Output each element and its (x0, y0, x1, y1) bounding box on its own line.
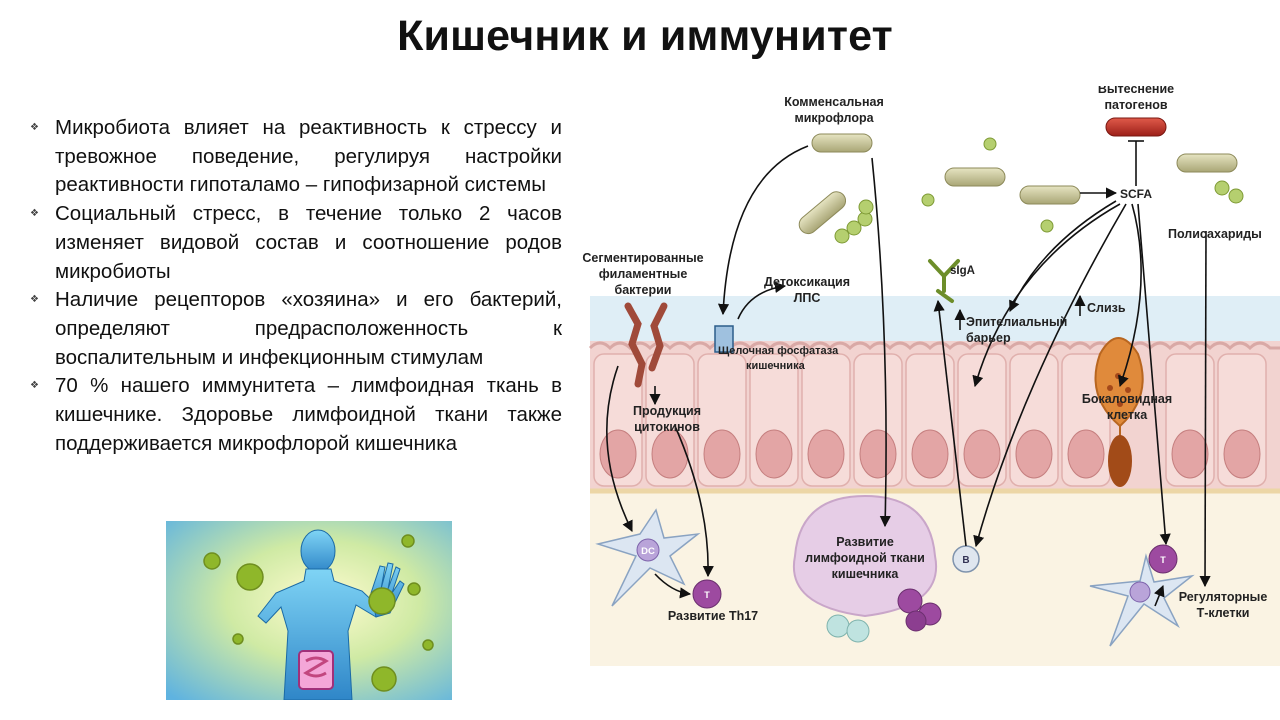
slide-title: Кишечник и иммунитет (397, 12, 893, 60)
t-cell (692, 579, 722, 609)
label-phosphatase-2: кишечника (746, 360, 806, 372)
label-epithelial: Эпителиальный (966, 315, 1067, 329)
label-lymph-2: лимфоидной ткани (805, 551, 925, 565)
goblet-cell (1094, 337, 1144, 486)
label-th17: Развитие Th17 (668, 609, 758, 623)
label-sfb: Сегментированные (582, 251, 703, 265)
bullet-item: Социальный стресс, в течение только 2 ча… (30, 200, 562, 286)
label-cytokines-2: цитокинов (634, 420, 700, 434)
bullet-item: Наличие рецепторов «хозяина» и его бакте… (30, 286, 562, 372)
label-epithelial-2: барьер (966, 331, 1011, 345)
label-sfb-3: бактерии (614, 283, 671, 297)
label-treg-2: Т-клетки (1197, 606, 1250, 620)
label-detox-2: ЛПС (794, 291, 821, 305)
bullet-item: 70 % нашего иммунитета – лимфоидная ткан… (30, 372, 562, 458)
phosphatase-icon (714, 325, 734, 353)
label-treg: Регуляторные (1179, 590, 1268, 604)
label-sfb-2: филаментные (599, 267, 688, 281)
label-mucus: Слизь (1087, 301, 1126, 315)
label-lymph: Развитие (836, 535, 894, 549)
bullet-item: Микробиота влияет на реактивность к стре… (30, 114, 562, 200)
virus-icon (203, 534, 434, 692)
arrows (606, 140, 1211, 607)
label-dc: DC (641, 546, 655, 557)
label-pathogen: Вытеснение (1098, 86, 1174, 96)
cocci (834, 137, 1244, 244)
label-scfa: SCFA (1120, 187, 1152, 201)
label-commensal-2: микрофлора (794, 111, 874, 125)
human-figure (257, 529, 405, 700)
label-siga: sIgA (950, 265, 975, 277)
label-goblet-2: клетка (1107, 408, 1148, 422)
bullet-list: Микробиота влияет на реактивность к стре… (30, 114, 562, 458)
label-lymph-3: кишечника (832, 567, 900, 581)
lymphoid-tissue (792, 494, 938, 618)
sfb-filament (624, 302, 646, 388)
immunity-illustration (166, 521, 452, 700)
lumen (590, 296, 1280, 346)
commensal-bacteria (798, 133, 1238, 235)
label-cytokines: Продукция (633, 404, 701, 418)
label-pathogen-2: патогенов (1104, 98, 1167, 112)
pathogen (1105, 117, 1167, 137)
label-detox: Детоксикация (764, 275, 850, 289)
label-phosphatase: Щелочная фосфатаза (718, 345, 839, 357)
gut-immunity-diagram: Комменсальная микрофлора Вытеснение пато… (582, 86, 1280, 666)
cell-nuclei (599, 429, 1261, 479)
label-b: B (962, 555, 969, 566)
siga-icon (928, 259, 960, 303)
lymphocytes (826, 588, 942, 643)
label-polysaccharides: Полисахариды (1168, 227, 1262, 241)
label-goblet: Бокаловидная (1082, 392, 1172, 406)
label-t: T (704, 590, 710, 600)
label-commensal: Комменсальная (784, 95, 884, 109)
label-t-right: T (1160, 555, 1166, 565)
